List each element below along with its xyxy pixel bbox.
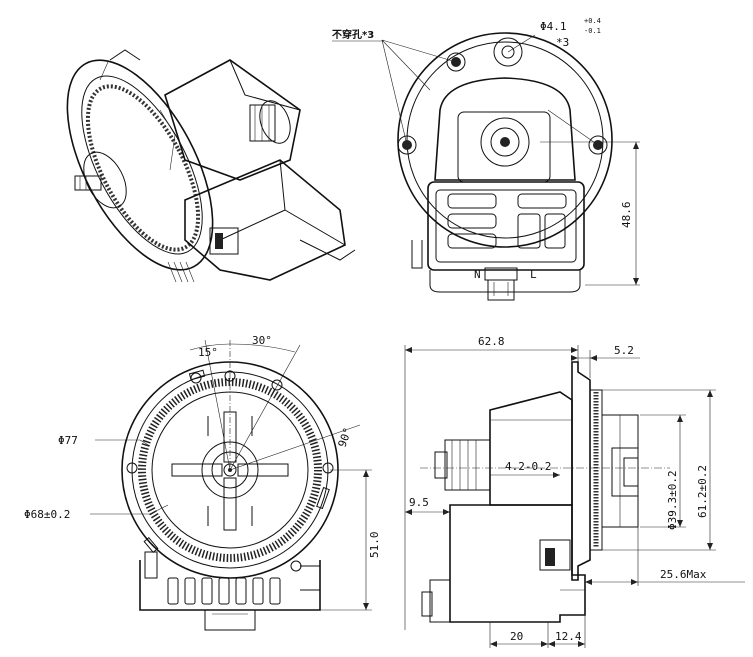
- hole-diameter-label: Φ4.1: [540, 20, 567, 33]
- isometric-view: [66, 49, 356, 283]
- connector-n-label: N: [474, 268, 481, 281]
- hole-tol-upper: +0.4: [584, 17, 601, 25]
- height-dim-label: 48.6: [620, 202, 633, 229]
- hole-tol-lower: -0.1: [584, 27, 601, 35]
- dim-61-label: 61.2±0.2: [696, 465, 709, 518]
- dia-39-label: Φ39.3±0.2: [666, 470, 679, 530]
- front-view: N L 不穿孔*3 Φ4.1 +0.4 -0.1 *3 48.6: [332, 17, 640, 301]
- dim-12-label: 12.4: [555, 630, 582, 643]
- angle-30-label: 30°: [252, 334, 272, 347]
- width-62-label: 62.8: [478, 335, 505, 348]
- dia-77-label: Φ77: [58, 434, 78, 447]
- dim-25-label: 25.6Max: [660, 568, 707, 581]
- hole-note-label: 不穿孔*3: [332, 28, 374, 41]
- hole-count-label: *3: [556, 36, 569, 49]
- dim-20-label: 20: [510, 630, 523, 643]
- angle-90-label: 90°: [336, 426, 355, 449]
- connector-l-label: L: [530, 268, 537, 281]
- angle-15-label: 15°: [198, 346, 218, 359]
- side-view: 62.8 5.2 4.2-0.2 9.5 Φ39.3±0.2 61.2±0.2 …: [404, 335, 745, 648]
- dim-9-5-label: 9.5: [409, 496, 429, 509]
- top-view: 15° 30° 90° Φ77 Φ68±0.2 51.0: [24, 334, 381, 631]
- dia-68-label: Φ68±0.2: [24, 508, 70, 521]
- dim-4-2-label: 4.2-0.2: [505, 460, 551, 473]
- dim-51-label: 51.0: [368, 532, 381, 559]
- dim-5-2-label: 5.2: [614, 344, 634, 357]
